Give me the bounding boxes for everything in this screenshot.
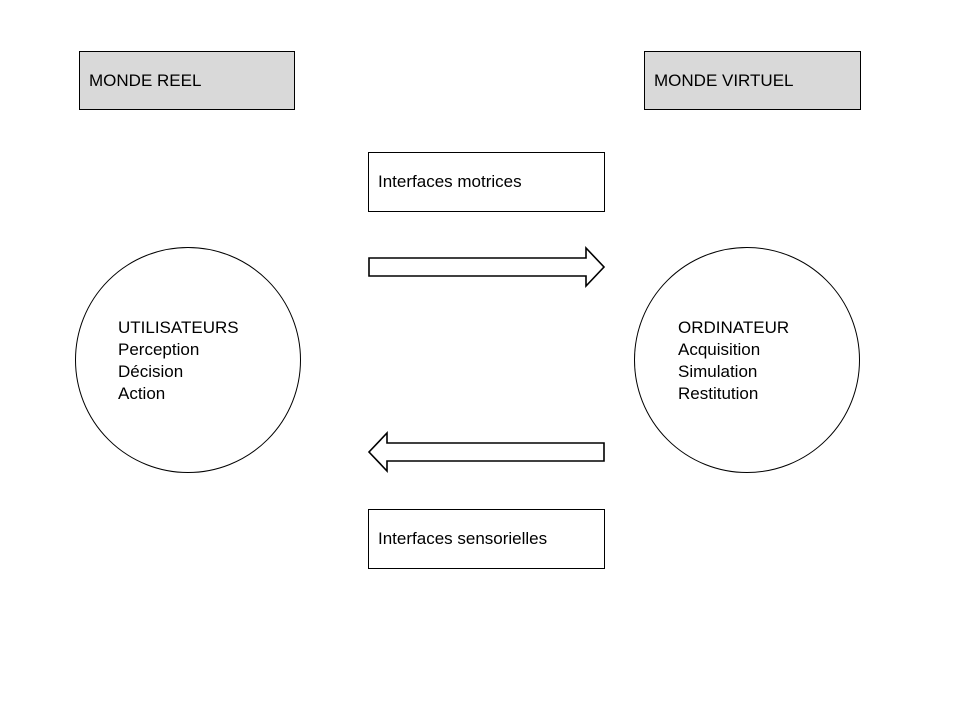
virtual-world-title: MONDE VIRTUEL <box>654 70 794 90</box>
motor-interfaces-label: Interfaces motrices <box>378 172 522 191</box>
computer-circle <box>634 247 860 473</box>
real-world-box: MONDE REEL <box>79 51 295 110</box>
computer-title: ORDINATEUR <box>678 318 790 337</box>
sensory-interfaces-label: Interfaces sensorielles <box>378 529 548 548</box>
users-title: UTILISATEURS <box>118 318 239 337</box>
left-arrow <box>367 430 605 474</box>
computer-item-restitution: Restitution <box>678 384 759 403</box>
computer-item-acquisition: Acquisition <box>678 340 761 359</box>
computer-item-simulation: Simulation <box>678 362 758 381</box>
users-item-decision: Décision <box>118 362 184 381</box>
virtual-world-box: MONDE VIRTUEL <box>644 51 861 110</box>
sensory-interfaces-box: Interfaces sensorielles <box>368 509 605 569</box>
users-text: UTILISATEURS Perception Décision Action <box>118 317 239 405</box>
computer-text: ORDINATEUR Acquisition Simulation Restit… <box>678 317 789 405</box>
right-arrow <box>368 245 606 289</box>
users-circle <box>75 247 301 473</box>
users-item-action: Action <box>118 384 166 403</box>
users-item-perception: Perception <box>118 340 200 359</box>
motor-interfaces-box: Interfaces motrices <box>368 152 605 212</box>
real-world-title: MONDE REEL <box>89 70 202 90</box>
